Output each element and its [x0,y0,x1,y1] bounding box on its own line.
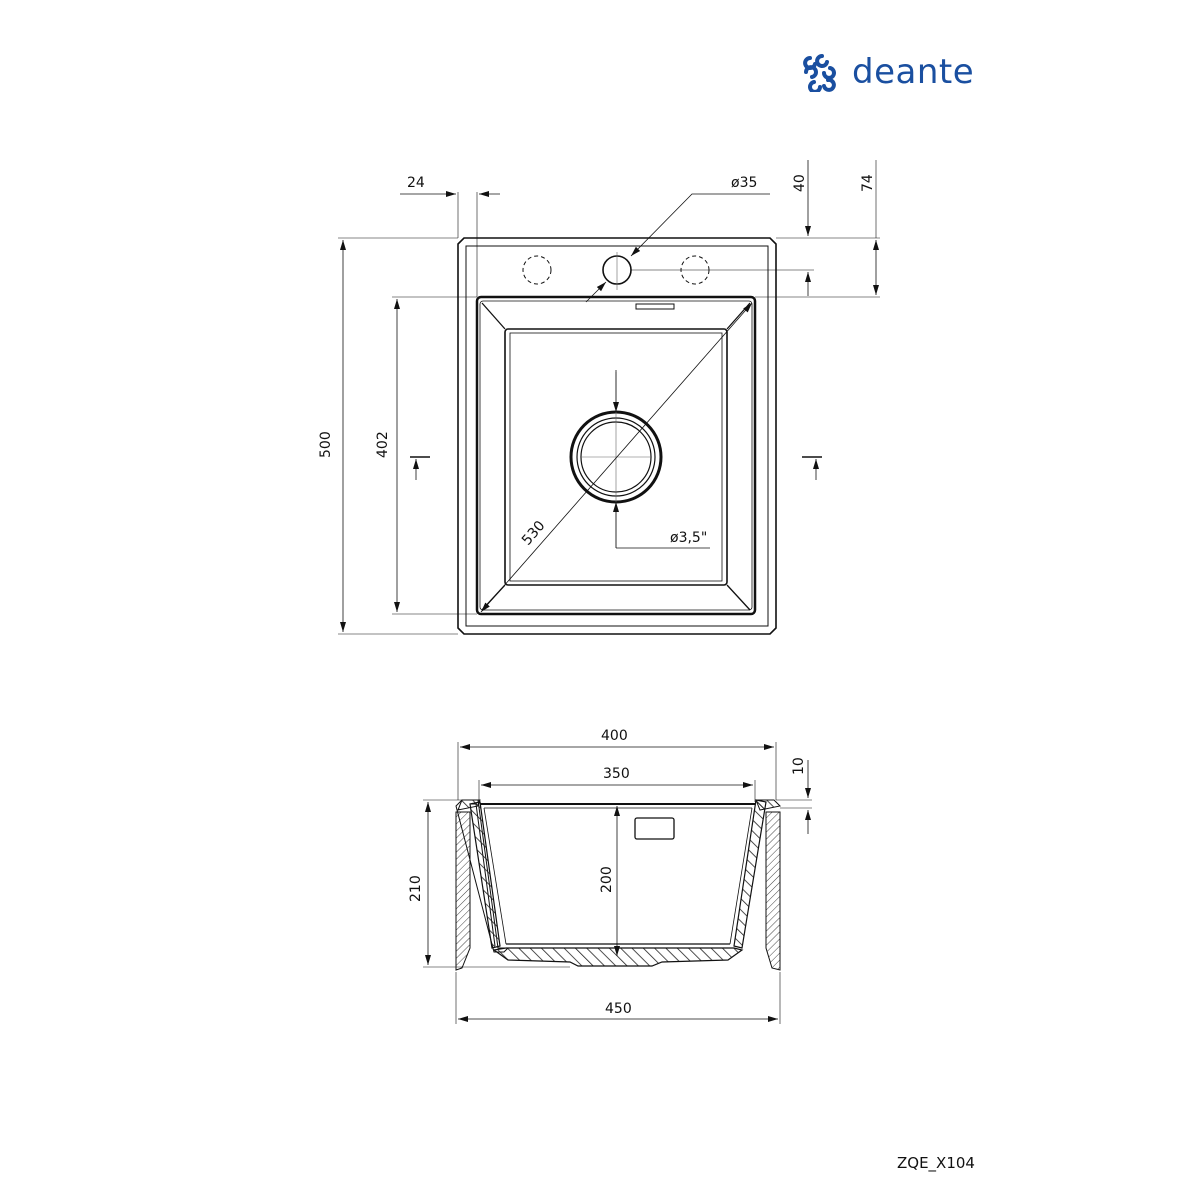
dim-rim-thickness: 10 [791,757,807,775]
top-view-labels: 24 ø35 40 74 500 402 530 ø3,5" [318,174,876,549]
section-view [423,742,812,1024]
dim-bowl-height: 200 [599,866,615,893]
dim-drain-diameter: ø3,5" [670,530,707,546]
dim-tap-hole-diameter: ø35 [731,175,757,191]
dim-bowl-offset: 74 [860,174,876,192]
deante-logo-icon [803,54,836,92]
dim-rim-offset: 24 [407,175,425,191]
dim-tap-hole-offset: 40 [792,174,808,192]
dim-bowl-depth: 402 [375,431,391,458]
top-view [338,160,880,635]
dim-diagonal: 530 [519,518,549,549]
dim-bowl-width: 350 [603,766,630,782]
brand-logo: deante [800,52,974,92]
dim-overall-depth: 500 [318,431,334,458]
section-view-labels: 400 350 10 210 200 450 [408,728,807,1017]
dim-top-width: 400 [601,728,628,744]
product-code: ZQE_X104 [897,1154,975,1172]
dim-overall-height: 210 [408,875,424,902]
dim-cutout-width: 450 [605,1001,632,1017]
brand-name: deante [852,52,975,92]
